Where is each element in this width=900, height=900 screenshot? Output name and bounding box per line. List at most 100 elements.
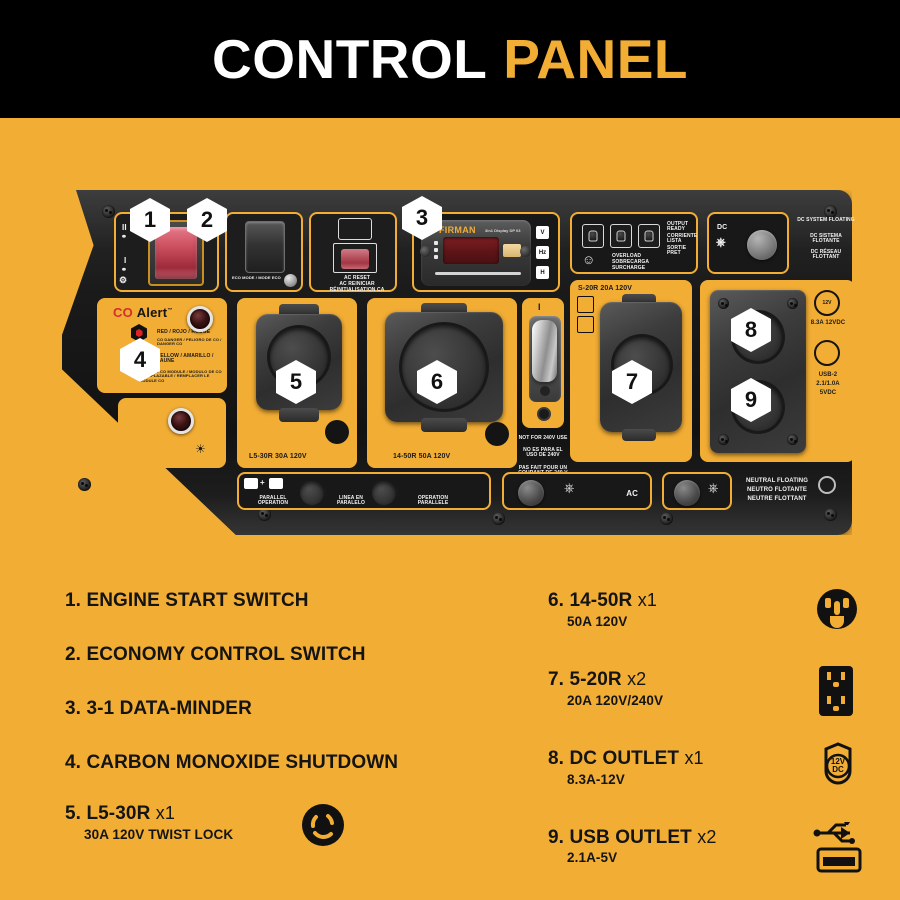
outlet-cover-tab-bottom[interactable] <box>622 429 656 441</box>
legend-column-right: 6. 14-50R x1 50A 120V 7. <box>548 588 878 875</box>
legend-item-1-main: 1. ENGINE START SWITCH <box>65 590 495 612</box>
14-50r-outlet-module[interactable]: 14-50R 50A 120V <box>367 298 517 468</box>
display-button[interactable] <box>434 248 438 252</box>
parallel-port-1[interactable] <box>297 478 327 508</box>
nema-14-50r-outlet-icon <box>816 588 858 635</box>
parallel-port-2[interactable] <box>369 478 399 508</box>
legend-item-5: 5. L5-30R x1 30A 120V TWIST LOCK <box>65 803 495 847</box>
page-title: CONTROL PANEL <box>212 31 688 87</box>
dc-circuit-icon: ⎈ <box>716 235 726 249</box>
co-alert-title-alert: Alert <box>136 305 168 320</box>
ac-reset-button[interactable] <box>341 249 369 269</box>
ac-reset-module[interactable]: AC RESET AC REINICIAR RÉINITIALISATION C… <box>309 212 397 293</box>
economy-switch-label: ECO MODE / MODE ECO <box>232 275 281 280</box>
parallel-label-es: LINEA EN PARALELO <box>337 495 365 507</box>
dc-system-floating-en: DC SYSTEM FLOATING <box>797 217 855 223</box>
ac-breaker-module-right[interactable]: ⎈ <box>662 472 732 510</box>
ac-reset-label-fr: RÉINITIALISATION CA <box>329 287 385 293</box>
legend-item-8: 8. DC OUTLET x1 8.3A-12V 12V DC <box>548 742 878 787</box>
parallel-operation-module[interactable]: + PARALLEL OPERATION LINEA EN PARALELO O… <box>237 472 491 510</box>
parallel-plus-icon: + <box>260 478 265 487</box>
outlet-cover-tab-bottom[interactable] <box>421 418 467 432</box>
legend-item-8-sub: 8.3A-12V <box>567 771 625 787</box>
legend-item-9-qty: x2 <box>697 826 717 847</box>
l5-30r-outlet-ring[interactable] <box>267 325 331 389</box>
parallel-label-en: PARALLEL OPERATION <box>257 495 289 507</box>
toggle-switch-lever[interactable] <box>532 320 557 382</box>
toggle-warning-en: NOT FOR 240V USE <box>518 435 568 441</box>
dc-system-floating-fr: DC RÉSEAU FLOTTANT <box>810 249 842 261</box>
display-button[interactable] <box>434 255 438 259</box>
legend-item-5-name: L5-30R <box>86 803 151 825</box>
dc-usb-outlet-module[interactable]: 12V 8.3A 12VDC USB-2 2.1/1.0A 5VDC <box>700 280 855 462</box>
legend-item-8-qty: x1 <box>684 747 704 768</box>
ac-reset-label-es: AC REINICIAR <box>339 281 375 287</box>
co-indicator-led <box>168 408 194 434</box>
display-button[interactable] <box>434 241 438 245</box>
14-50r-rating-label: 14-50R 50A 120V <box>393 453 451 461</box>
co-red-sub: CO DANGER / PELIGRO DE CO / DANGER CO <box>157 337 222 347</box>
indicator-light-1 <box>582 224 604 248</box>
legend-item-7-qty: x2 <box>627 668 647 689</box>
legend-item-6-main: 6. 14-50R x1 <box>548 590 878 612</box>
neutral-floating-en: NEUTRAL FLOATING <box>745 478 809 484</box>
legend-item-4-number: 4. <box>65 751 82 773</box>
legend-item-6-name: 14-50R <box>569 590 633 611</box>
economy-switch-knob[interactable] <box>284 274 297 287</box>
toggle-switch-body[interactable] <box>529 316 561 402</box>
page-title-part2: PANEL <box>503 27 689 90</box>
ac-reset-button-frame[interactable] <box>333 243 377 273</box>
rocker-switch-housing[interactable] <box>148 220 204 286</box>
legend-item-8-number: 8. <box>548 747 565 769</box>
switch-off-symbol-icon: II <box>122 223 127 232</box>
dc-breaker-module[interactable]: DC ⎈ <box>707 212 789 274</box>
twist-lock-outlet-icon <box>301 803 345 852</box>
legend-item-5-sub: 30A 120V TWIST LOCK <box>84 827 234 843</box>
ac-breaker-button-right[interactable] <box>674 480 700 506</box>
dc-rating-label: 8.3A 12VDC <box>810 320 846 326</box>
dc-breaker-knob[interactable] <box>747 230 777 260</box>
economy-control-switch-module[interactable]: ECO MODE / MODE ECO <box>225 212 303 292</box>
parallel-label-fr: OPERATION PARALLELE <box>417 495 449 507</box>
callout-8: 8 <box>731 308 771 352</box>
usb-rating-l3: 5VDC <box>819 390 837 396</box>
legend-item-6-sub: 50A 120V <box>567 613 628 629</box>
display-housing: FIRMAN 3in1 Display DP 03 <box>420 220 531 286</box>
ground-terminal-icon <box>818 476 836 494</box>
l5-30r-plug-icon <box>325 420 349 444</box>
engine-start-rocker[interactable] <box>155 227 197 279</box>
14-50r-plug-icon <box>485 422 509 446</box>
usb-rating-l2: 2.1/1.0A <box>816 381 840 387</box>
co-alert-title-co: CO <box>113 305 133 320</box>
indicator-lights-module: OUTPUT READY CORRIENTE LISTA SORTIE PRET… <box>570 212 698 274</box>
duplex-outlet-icon-top <box>577 296 594 313</box>
control-panel-diagram: II ⚭ I ⚭ ⚙ ECO MODE / MODE ECO AC RESET … <box>62 190 855 535</box>
legend-item-2-main: 2. ECONOMY CONTROL SWITCH <box>65 644 495 666</box>
neutral-floating-es: NEUTRO FLOTANTE <box>746 487 808 493</box>
usb-outlet-icon <box>812 819 864 880</box>
duplex-outlet-icon-bottom <box>577 316 594 333</box>
ac-breaker-button-left[interactable] <box>518 480 544 506</box>
panel-screw <box>78 478 91 491</box>
outlet-cover-tab-bottom[interactable] <box>279 408 319 422</box>
neutral-floating-fr: NEUTRE FLOTTANT <box>747 496 807 502</box>
overload-label-fr: SURCHARGE <box>612 265 646 271</box>
output-ready-label-es: CORRIENTE LISTA <box>667 233 698 245</box>
co-yellow-label: YELLOW / AMARILLO / JAUNE <box>157 353 214 365</box>
5-20r-rating-label: S-20R 20A 120V <box>578 285 633 292</box>
cover-screw <box>787 434 798 445</box>
ac-waveform-icon-left: ⎈ <box>564 480 575 495</box>
toggle-warning-es: NO ES PARA EL USO DE 240V <box>523 447 563 459</box>
toggle-pivot <box>540 386 550 396</box>
ac-breaker-module-left[interactable]: ⎈ AC <box>502 472 652 510</box>
dc-icon-text: 12V <box>822 299 832 306</box>
transfer-toggle-module[interactable]: I <box>522 298 564 428</box>
indicator-light-3 <box>638 224 660 248</box>
duplex-outlet-icon <box>818 665 854 722</box>
legend-item-9-number: 9. <box>548 826 565 848</box>
panel-screw <box>824 205 837 218</box>
economy-switch-toggle[interactable] <box>245 221 285 273</box>
legend-item-1-number: 1. <box>65 590 82 611</box>
switch-on-symbol-icon: I <box>124 256 127 265</box>
legend-item-2-name: ECONOMY CONTROL SWITCH <box>86 643 366 665</box>
